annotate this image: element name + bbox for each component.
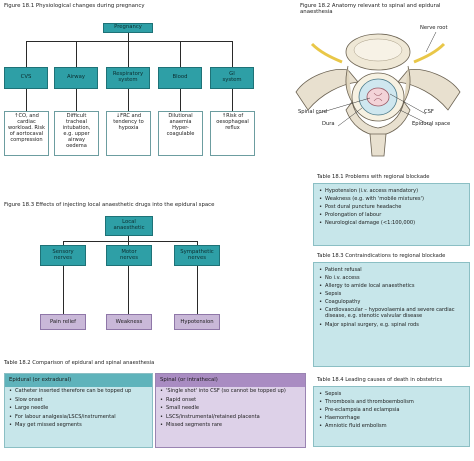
list-item: Prolongation of labour: [319, 212, 465, 218]
system-box-airway: Airway: [54, 67, 98, 89]
table-18-1-panel: Hypotension (i.v. access mandatory) Weak…: [313, 183, 470, 246]
connector: [63, 241, 64, 245]
label-csf: CSF: [424, 109, 434, 115]
sensory-nerves-box: Sensory nerves: [40, 245, 86, 266]
system-box-cvs: CVS: [4, 67, 48, 89]
system-box-respiratory: Respiratory system: [106, 67, 150, 89]
list-item: Large needle: [9, 405, 149, 411]
list-item: Hypotension (i.v. access mandatory): [319, 188, 465, 194]
list-item: Pre-eclampsia and eclampsia: [319, 407, 465, 413]
effect-box-airway: Difficult tracheal intubation, e.g. uppe…: [54, 111, 99, 156]
table-18-2-title: Table 18.2 Comparison of epidural and sp…: [4, 360, 155, 366]
spinal-column: Spinal (or intrathecal) 'Single shot' in…: [155, 373, 306, 448]
list-item: Patient refusal: [319, 267, 465, 273]
list-item: Major spinal surgery, e.g. spinal rods: [319, 322, 465, 328]
table-18-3-panel: Patient refusal No i.v. access Allergy t…: [313, 262, 470, 367]
list-item: Slow onset: [9, 397, 149, 403]
list-item: Missed segments rare: [160, 422, 302, 428]
list-item: For labour analgesia/LSCS/instrumental: [9, 414, 149, 420]
sympathetic-nerves-box: Sympathetic nerves: [174, 245, 220, 266]
connector: [26, 41, 27, 67]
list-item: LSCS/instrumental/retained placenta: [160, 414, 302, 420]
list-item: Weakness (e.g. with 'mobile mixtures'): [319, 196, 465, 202]
pain-relief-box: Pain relief: [40, 314, 86, 330]
motor-nerves-box: Motor nerves: [106, 245, 152, 266]
list-item: 'Single shot' into CSF (so cannot be top…: [160, 388, 302, 394]
list-item: Neurological damage (<1:100,000): [319, 220, 465, 226]
spinal-header: Spinal (or intrathecal): [156, 374, 305, 387]
list-item: Catheter inserted therefore can be toppe…: [9, 388, 149, 394]
label-nerve-root: Nerve root: [420, 25, 448, 31]
connector: [128, 89, 129, 111]
connector: [232, 89, 233, 111]
table-18-3-title: Table 18.3 Contraindications to regional…: [317, 253, 446, 259]
epidural-header: Epidural (or extradural): [5, 374, 152, 387]
local-anaesthetic-box: Local anaesthetic: [105, 216, 153, 236]
spine-anatomy-illustration: [295, 31, 461, 157]
connector: [128, 266, 129, 314]
connector: [127, 33, 129, 41]
list-item: Cardiovascular – hypovolaemia and severe…: [319, 307, 465, 319]
list-item: No i.v. access: [319, 275, 465, 281]
list-item: Sepsis: [319, 391, 465, 397]
epidural-column: Epidural (or extradural) Catheter insert…: [4, 373, 153, 448]
table-18-4-title: Table 18.4 Leading causes of death in ob…: [317, 377, 443, 383]
list-item: Rapid onset: [160, 397, 302, 403]
label-epidural-space: Epidural space: [412, 121, 451, 127]
hypotension-box: Hypotension: [174, 314, 220, 330]
connector: [128, 236, 129, 241]
list-item: Amniotic fluid embolism: [319, 423, 465, 429]
table-18-1-title: Table 18.1 Problems with regional blocka…: [317, 174, 430, 180]
connector: [232, 41, 233, 67]
connector: [180, 41, 181, 67]
effect-box-gi: ↑Risk of oesophageal reflux: [210, 111, 255, 156]
list-item: Post dural puncture headache: [319, 204, 465, 210]
connector: [26, 41, 232, 42]
pregnancy-box: Pregnancy: [103, 23, 153, 33]
connector: [128, 41, 129, 67]
weakness-box: Weakness: [106, 314, 152, 330]
effect-box-cvs: ↑CO, and cardiac workload. Risk of aorto…: [4, 111, 49, 156]
connector: [197, 241, 198, 245]
list-item: Small needle: [160, 405, 302, 411]
figure-18-2-caption: Figure 18.2 Anatomy relevant to spinal a…: [300, 3, 441, 16]
list-item: Allergy to amide local anaesthetics: [319, 283, 465, 289]
label-dura: Dura: [322, 121, 335, 127]
connector: [180, 89, 181, 111]
connector: [76, 41, 77, 67]
figure-18-1-caption: Figure 18.1 Physiological changes during…: [4, 3, 145, 9]
connector: [63, 266, 64, 314]
connector: [128, 241, 129, 245]
effect-box-blood: Dilutional anaemia Hyper-coagulable: [158, 111, 203, 156]
list-item: Thrombosis and thromboembolism: [319, 399, 465, 405]
list-item: Coagulopathy: [319, 299, 465, 305]
connector: [197, 266, 198, 314]
system-box-blood: Blood: [158, 67, 202, 89]
figure-18-3-caption: Figure 18.3 Effects of injecting local a…: [4, 202, 215, 208]
effect-box-respiratory: ↓FRC and tendency to hypoxia: [106, 111, 151, 156]
connector: [63, 241, 198, 242]
connector: [76, 89, 77, 111]
system-box-gi: GI system: [210, 67, 254, 89]
connector: [26, 89, 27, 111]
list-item: Sepsis: [319, 291, 465, 297]
list-item: Haemorrhage: [319, 415, 465, 421]
list-item: May get missed segments: [9, 422, 149, 428]
label-spinal-cord: Spinal cord: [298, 109, 327, 115]
table-18-4-panel: Sepsis Thrombosis and thromboembolism Pr…: [313, 386, 470, 447]
